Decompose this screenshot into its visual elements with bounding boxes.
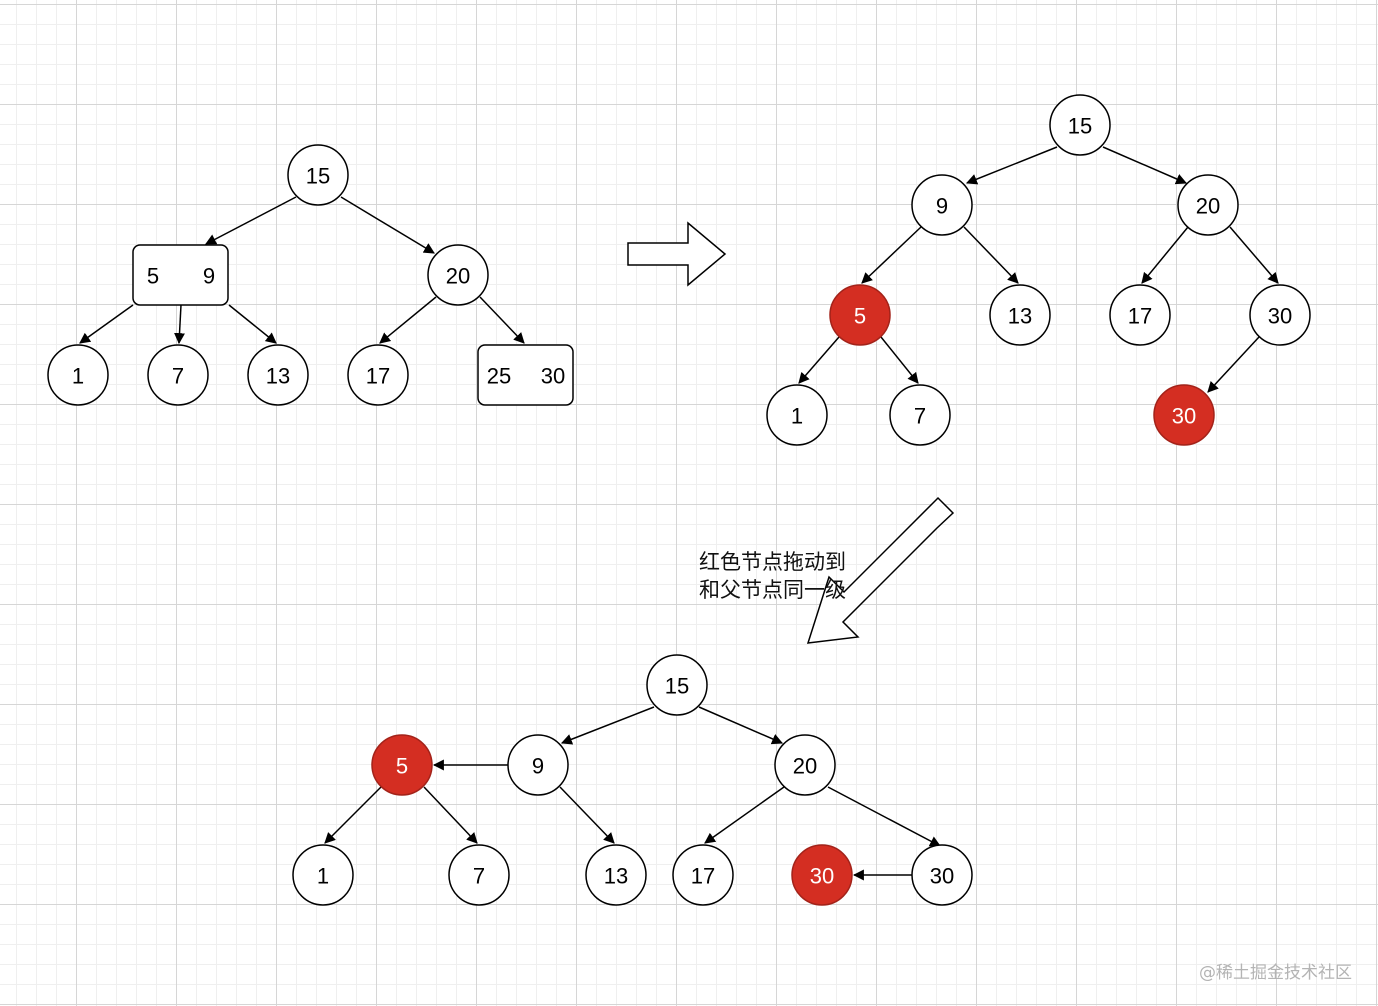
node-1: 1: [766, 384, 828, 446]
caption-line-2: 和父节点同一级: [699, 578, 846, 602]
node-5-red-label: 5: [854, 304, 866, 329]
diagram-1: 5 9 25 30 15 20 1 7 13 17: [47, 144, 574, 406]
edge-15-to-20: [340, 196, 435, 254]
edge-5-to-1: [324, 786, 382, 844]
node-15: 15: [1049, 94, 1111, 156]
edge-20-to-17: [704, 786, 785, 844]
node-15-label: 15: [665, 674, 689, 699]
node-30-red-label: 30: [810, 864, 834, 889]
node-13-label: 13: [266, 364, 290, 389]
node-17: 17: [1109, 284, 1171, 346]
node-20-label: 20: [446, 264, 470, 289]
node-15: 15: [646, 654, 708, 716]
box-5-9-left-key: 5: [147, 264, 159, 289]
node-20-label: 20: [793, 754, 817, 779]
edge-30-to-30red: [1207, 336, 1260, 393]
edge-9-to-5: [861, 226, 922, 284]
edge-20-to-17: [379, 296, 437, 344]
node-20: 20: [774, 734, 836, 796]
node-1: 1: [47, 344, 109, 406]
node-9: 9: [507, 734, 569, 796]
transform-arrow-down-left: [806, 496, 955, 644]
edge-15-to-box59: [205, 196, 297, 245]
node-17-label: 17: [1128, 304, 1152, 329]
node-17-label: 17: [366, 364, 390, 389]
node-20: 20: [1177, 174, 1239, 236]
node-1-label: 1: [72, 364, 84, 389]
edge-5-to-7: [880, 336, 919, 384]
node-7: 7: [448, 844, 510, 906]
edge-20-to-box2530: [479, 296, 525, 344]
node-15-label: 15: [1068, 114, 1092, 139]
diagram-2-edges: [798, 146, 1279, 393]
edge-box59-to-7: [174, 304, 186, 345]
edge-box59-to-13: [228, 304, 277, 344]
node-20-label: 20: [1196, 194, 1220, 219]
edge-20-to-17: [1141, 226, 1189, 284]
node-box-5-9: [132, 244, 229, 306]
transform-caption: 红色节点拖动到 和父节点同一级: [699, 548, 846, 604]
diagram-3: 15 9 20 5 1 7 13 17: [292, 654, 973, 906]
node-box-25-30: [477, 344, 574, 406]
node-13: 13: [247, 344, 309, 406]
edge-9-to-13: [559, 786, 615, 844]
node-15: 15: [287, 144, 349, 206]
diagram-2: 15 9 20 5 13 17 30 1: [766, 94, 1311, 446]
node-7-label: 7: [914, 404, 926, 429]
node-1-label: 1: [317, 864, 329, 889]
node-1: 1: [292, 844, 354, 906]
edge-20-to-30: [827, 786, 941, 847]
edge-box59-to-1: [79, 304, 134, 344]
diagram-1-edges: [79, 196, 525, 345]
edge-5-to-7: [423, 786, 478, 844]
edge-15-to-9: [965, 146, 1058, 185]
node-13: 13: [585, 844, 647, 906]
node-30: 30: [1249, 284, 1311, 346]
node-30-label: 30: [1268, 304, 1292, 329]
node-9: 9: [911, 174, 973, 236]
node-7-label: 7: [172, 364, 184, 389]
node-9-label: 9: [936, 194, 948, 219]
node-30-red: 30: [1153, 384, 1215, 446]
box-5-9-right-key: 9: [203, 264, 215, 289]
diagram-3-edges: [324, 706, 941, 881]
edge-9-to-13: [963, 226, 1019, 284]
node-20: 20: [427, 244, 489, 306]
node-13: 13: [989, 284, 1051, 346]
node-30-red: 30: [791, 844, 853, 906]
edge-15-to-9: [560, 706, 655, 745]
node-30-red-label: 30: [1172, 404, 1196, 429]
edge-20-to-30: [1229, 226, 1279, 284]
watermark: @稀土掘金技术社区: [1199, 963, 1352, 983]
edge-5-to-1: [798, 336, 840, 384]
node-13-label: 13: [604, 864, 628, 889]
node-9-label: 9: [532, 754, 544, 779]
transform-arrow-right: [627, 221, 727, 287]
node-7: 7: [147, 344, 209, 406]
node-7-label: 7: [473, 864, 485, 889]
node-15-label: 15: [306, 164, 330, 189]
box-25-30-left-key: 25: [487, 364, 511, 389]
node-5-red-label: 5: [396, 754, 408, 779]
node-13-label: 13: [1008, 304, 1032, 329]
node-30-label: 30: [930, 864, 954, 889]
node-17-label: 17: [691, 864, 715, 889]
node-5-red: 5: [829, 284, 891, 346]
edge-15-to-20: [698, 706, 784, 745]
node-5-red: 5: [371, 734, 433, 796]
box-25-30-right-key: 30: [541, 364, 565, 389]
node-1-label: 1: [791, 404, 803, 429]
caption-line-1: 红色节点拖动到: [699, 550, 846, 574]
node-17: 17: [347, 344, 409, 406]
node-7: 7: [889, 384, 951, 446]
node-30: 30: [911, 844, 973, 906]
node-17: 17: [672, 844, 734, 906]
edge-15-to-20: [1102, 146, 1188, 185]
